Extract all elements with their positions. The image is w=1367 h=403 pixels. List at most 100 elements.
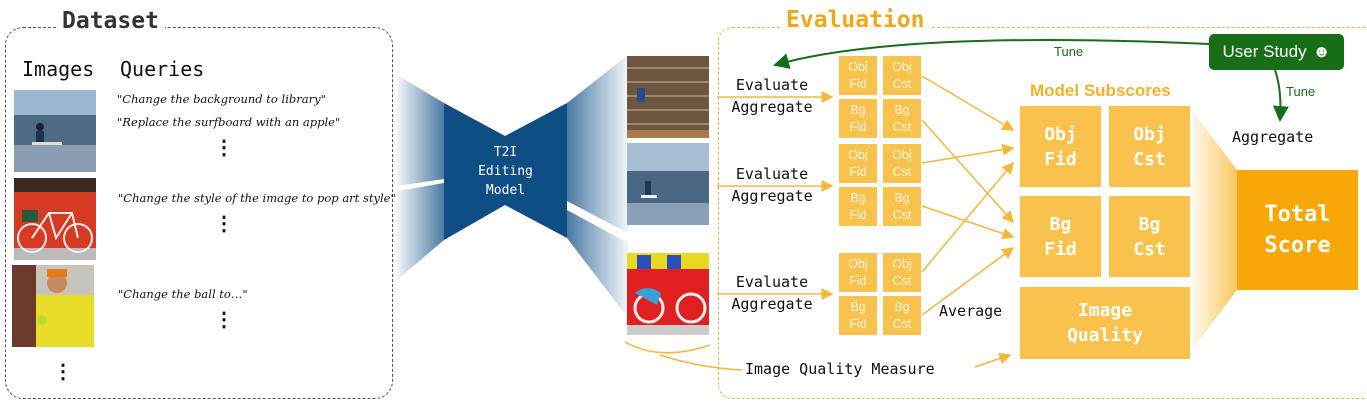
score-box-label: Fid (849, 164, 867, 179)
score-box-label: Cst (892, 76, 912, 91)
evaluate-text: Evaluate (735, 165, 809, 183)
subscore-label: Fid (1044, 148, 1077, 170)
aggregate-text: Aggregate (731, 295, 813, 313)
arrow (921, 205, 1015, 240)
subscore-label: Obj (1133, 123, 1166, 145)
query-text: "Replace the surfboard with an apple" (117, 115, 341, 129)
tennis-player-image (12, 265, 94, 347)
tune-label: Tune (1054, 44, 1084, 59)
aggregate-final-label: Aggregate (1232, 128, 1314, 146)
score-box-label: Fid (849, 119, 867, 134)
surfer-image (14, 90, 96, 172)
image-quality-measure-label: Image Quality Measure (745, 360, 935, 378)
total-label: Score (1264, 233, 1331, 258)
score-box-label: Bg (850, 190, 866, 205)
score-box-label: Fid (849, 273, 867, 288)
model-label: Model (485, 183, 526, 198)
subscore-label: Quality (1067, 325, 1143, 346)
subscore-label: Image (1077, 300, 1133, 321)
ellipsis: ⋮ (214, 211, 234, 235)
arrow-iqm (974, 352, 1012, 368)
arrow (921, 247, 1015, 316)
model-shape (444, 103, 567, 240)
subscore-funnel (1192, 110, 1237, 350)
evaluation-panel (718, 27, 1367, 399)
score-box-label: Obj (848, 147, 868, 162)
output-funnel (567, 55, 628, 318)
smiley-icon: ☻ (1312, 42, 1331, 61)
iqm-curve (624, 341, 743, 371)
score-box-label: Fid (849, 76, 867, 91)
score-box-label: Fid (849, 207, 867, 222)
evaluation-title: Evaluation (780, 7, 931, 33)
query-text: "Change the background to library" (117, 92, 326, 106)
library-output-image (627, 56, 709, 138)
score-box-label: Cst (892, 316, 912, 331)
score-box-label: Fid (849, 316, 867, 331)
subscore-label: Obj (1044, 123, 1077, 145)
ellipsis: ⋮ (214, 135, 234, 159)
dataset-panel (5, 27, 393, 399)
score-box-label: Obj (848, 59, 868, 74)
model-label: T2I (493, 145, 518, 160)
score-box-label: Cst (892, 207, 912, 222)
dataset-title: Dataset (56, 8, 165, 34)
total-label: Total (1264, 202, 1331, 227)
subscore-label: Fid (1044, 238, 1077, 260)
funnel-gap (397, 179, 444, 191)
score-box-label: Bg (850, 102, 866, 117)
evaluate-text: Evaluate (735, 76, 809, 94)
ellipsis: ⋮ (53, 359, 73, 383)
score-box-label: Bg (894, 299, 910, 314)
subscore-label: Bg (1049, 213, 1072, 235)
score-box-label: Obj (892, 59, 912, 74)
popart-output-image (627, 253, 709, 335)
score-box-label: Cst (892, 164, 912, 179)
average-label: Average (939, 302, 1003, 320)
bicycle-image (14, 178, 96, 260)
aggregate-text: Aggregate (731, 98, 813, 116)
score-box-label: Bg (894, 102, 910, 117)
subscore-label: Cst (1133, 148, 1166, 170)
score-box-label: Bg (850, 299, 866, 314)
ellipsis: ⋮ (214, 307, 234, 331)
tune-arrow-curve (773, 39, 1210, 69)
score-box-label: Obj (848, 256, 868, 271)
arrow (921, 143, 1015, 164)
surfer-output-image (627, 143, 709, 225)
arrow (921, 75, 1015, 131)
input-funnel (397, 75, 444, 280)
output-funnel-gap (567, 201, 628, 243)
score-box-label: Obj (892, 256, 912, 271)
query-text: "Change the ball to…" (118, 287, 248, 301)
t2i-editing-model: T2I Editing Model (444, 103, 567, 240)
score-box-label: Cst (892, 119, 912, 134)
query-text: "Change the style of the image to pop ar… (118, 191, 396, 205)
tune-label: Tune (1286, 84, 1316, 99)
score-box-label: Bg (894, 190, 910, 205)
arrow (921, 161, 1014, 273)
user-study-label: User Study (1222, 42, 1307, 61)
model-label: Editing (478, 164, 533, 179)
user-study-box: User Study ☻ (1209, 34, 1344, 70)
images-header: Images (22, 57, 95, 81)
